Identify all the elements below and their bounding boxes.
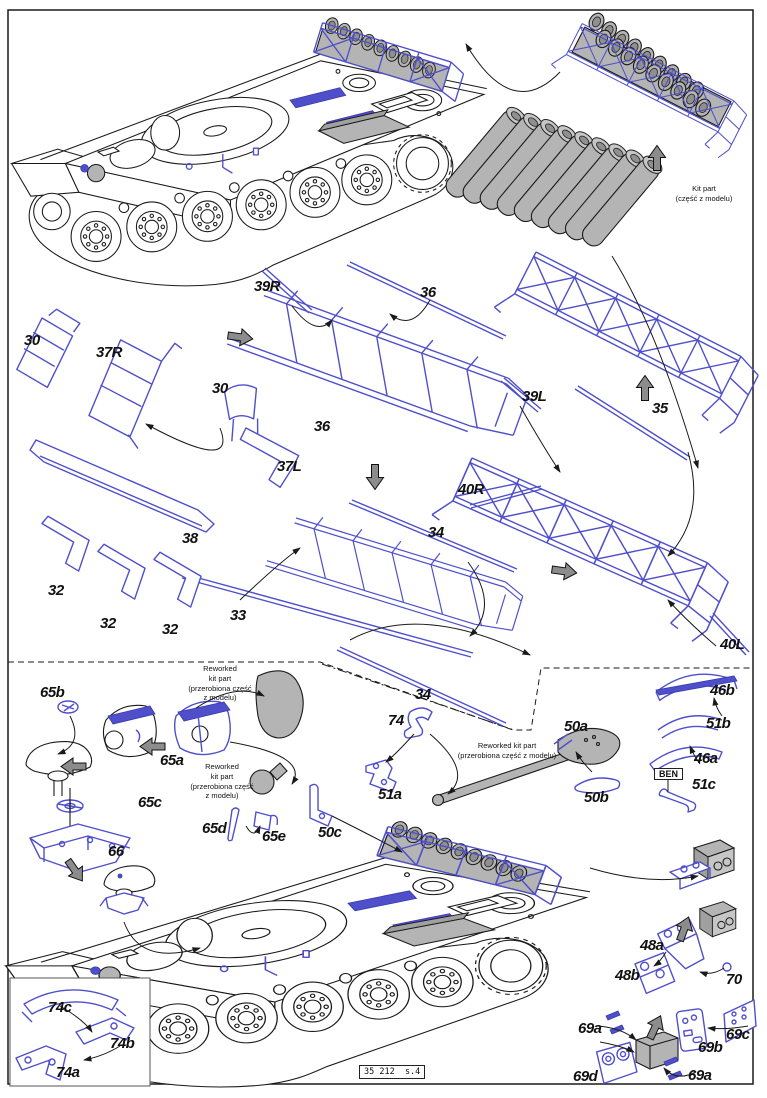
part-46a-fender <box>649 746 723 772</box>
page-border <box>7 9 754 1085</box>
part-label-74a: 74a <box>56 1064 80 1081</box>
part-37L-angle <box>239 427 300 489</box>
part-label-51a: 51a <box>378 786 402 803</box>
part-46b-fender <box>655 673 738 702</box>
part-51c-bar <box>658 788 697 813</box>
part-label-46b: 46b <box>710 682 735 699</box>
part-label-34b: 34 <box>415 686 431 703</box>
part-label-50a: 50a <box>564 718 588 735</box>
headlight-box-kit-part-2 <box>698 901 737 938</box>
rack-frame-empty <box>489 245 764 438</box>
part-label-69c: 69c <box>726 1026 750 1043</box>
part-label-46a: 46a <box>694 750 718 767</box>
part-label-36b: 36 <box>314 418 330 435</box>
cylinder-bundle-kit-part <box>441 103 666 251</box>
part-label-32b: 32 <box>100 615 116 632</box>
part-65b-oval <box>57 700 79 714</box>
pe-strips <box>181 261 750 727</box>
connector-lines <box>57 43 749 1077</box>
part-65d-pin <box>227 807 240 842</box>
note-kit-part: Kit part (część z modelu) <box>675 184 733 203</box>
part-label-65c: 65c <box>138 794 162 811</box>
fender-frame-lower <box>264 504 529 641</box>
part-label-69d: 69d <box>573 1068 598 1085</box>
part-69c-plate <box>723 999 757 1043</box>
part-38-fold-line <box>39 455 203 527</box>
sheet-code-stamp: 35 212 s.4 <box>359 1065 426 1079</box>
part-74a-bracket <box>15 1045 67 1081</box>
part-69d-plate <box>595 1041 638 1085</box>
part-50b <box>574 777 621 794</box>
part-label-39L: 39L <box>522 388 547 405</box>
headlight-box-kit-part <box>692 839 736 880</box>
rack-assembled-with-cylinders <box>547 4 751 161</box>
note-reworked-2: Reworked kit part (przerobiona część z m… <box>190 762 254 801</box>
part-50a-shovel <box>553 727 621 765</box>
assembled-seat-66 <box>99 865 156 915</box>
part-48b-plate <box>634 952 676 995</box>
note-reworked-1: Reworked kit part (przerobiona część z m… <box>188 664 252 703</box>
lamp-body-kit-part <box>635 1031 679 1070</box>
part-label-40R: 40R <box>458 481 485 498</box>
part-label-33: 33 <box>230 607 246 624</box>
part-69b-plate <box>675 1008 708 1052</box>
part-70-ring <box>722 962 732 972</box>
part-label-74c: 74c <box>48 999 72 1016</box>
part-label-39R: 39R <box>254 278 281 295</box>
part-69a-strips <box>605 1010 683 1081</box>
part-label-37R: 37R <box>96 344 123 361</box>
part-66-base <box>29 823 131 873</box>
part-label-35: 35 <box>652 400 668 417</box>
canvas-cover-blob <box>255 670 304 739</box>
part-label-65e: 65e <box>262 828 286 845</box>
part-label-74: 74 <box>388 712 404 729</box>
part-label-70: 70 <box>726 971 742 988</box>
part-label-65a: 65a <box>160 752 184 769</box>
part-label-51b: 51b <box>706 715 731 732</box>
part-label-36a: 36 <box>420 284 436 301</box>
part-label-65d: 65d <box>202 820 227 837</box>
part-label-65b: 65b <box>40 684 65 701</box>
part-label-34a: 34 <box>428 524 444 541</box>
part-label-48a: 48a <box>640 937 664 954</box>
part-label-38: 38 <box>182 530 198 547</box>
part-74-clamp <box>403 707 433 739</box>
tank-hull-drawing-top <box>12 15 487 286</box>
part-label-30: 30 <box>24 332 40 349</box>
part-51b-fender <box>657 715 723 739</box>
knob-kit-part <box>249 762 288 795</box>
fender-frame-36 <box>226 273 536 448</box>
section-divider <box>8 661 753 731</box>
part-37R-ladder <box>88 339 183 449</box>
part-30-ladder <box>16 308 81 389</box>
gun-barrel-kit-part <box>431 752 569 807</box>
part-label-40L: 40L <box>720 636 745 653</box>
part-label-50c: 50c <box>318 824 342 841</box>
part-label-50b: 50b <box>584 789 609 806</box>
part-74b-bracket <box>75 1017 135 1045</box>
part-label-69a2: 69a <box>688 1067 712 1084</box>
note-reworked-wide: Reworked kit part (przerobiona część z m… <box>457 741 557 760</box>
ben-marking-label: BEN <box>654 768 684 780</box>
part-38-plate <box>29 439 215 533</box>
part-label-32a: 32 <box>48 582 64 599</box>
part-label-69b: 69b <box>698 1039 723 1056</box>
part-51a-bracket <box>365 759 397 793</box>
part-label-51c: 51c <box>692 776 716 793</box>
part-48-bracket-plate <box>669 861 711 890</box>
part-label-69a: 69a <box>578 1020 602 1037</box>
part-65a-cover <box>173 700 231 756</box>
part-label-48b: 48b <box>615 967 640 984</box>
part-50c-bracket <box>309 783 333 827</box>
part-label-37L: 37L <box>277 458 302 475</box>
part-label-30b: 30 <box>212 380 228 397</box>
part-label-74b: 74b <box>110 1035 135 1052</box>
part-label-66: 66 <box>108 843 124 860</box>
part-74c-handle <box>21 989 127 1023</box>
part-label-32c: 32 <box>162 621 178 638</box>
